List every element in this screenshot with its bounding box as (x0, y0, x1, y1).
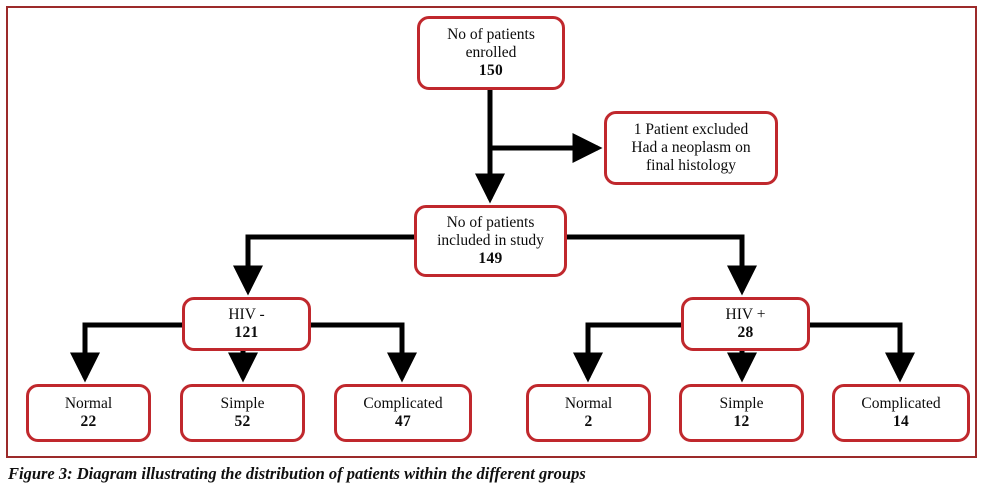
node-hiv-negative-complicated: Complicated 47 (334, 384, 472, 442)
node-line: final histology (646, 157, 736, 175)
connector-lines (70, 90, 915, 383)
node-line: No of patients (446, 213, 535, 231)
node-line: Complicated (363, 394, 443, 412)
node-line: enrolled (465, 43, 517, 61)
node-count: 150 (478, 62, 504, 80)
node-count: 22 (80, 413, 97, 430)
node-count: 2 (584, 413, 593, 430)
figure-caption: Figure 3: Diagram illustrating the distr… (8, 464, 586, 483)
node-patients-enrolled: No of patients enrolled 150 (417, 16, 565, 90)
node-count: 28 (737, 324, 754, 341)
node-line: HIV - (228, 305, 265, 323)
node-line: Simple (220, 394, 265, 412)
node-line: HIV + (725, 305, 766, 323)
node-patients-included: No of patients included in study 149 (414, 205, 567, 277)
node-count: 14 (892, 413, 910, 430)
node-hiv-positive: HIV + 28 (681, 297, 810, 351)
node-count: 149 (478, 250, 503, 268)
node-count: 12 (733, 413, 750, 430)
diagram-canvas: No of patients enrolled 150 1 Patient ex… (26, 16, 970, 442)
node-hiv-positive-simple: Simple 12 (679, 384, 804, 442)
node-line: Normal (64, 394, 113, 412)
node-hiv-positive-complicated: Complicated 14 (832, 384, 970, 442)
node-line: Had a neoplasm on (631, 138, 751, 156)
node-line: Normal (564, 394, 613, 412)
node-patient-excluded: 1 Patient excluded Had a neoplasm on fin… (604, 111, 778, 185)
node-line: Simple (719, 394, 764, 412)
node-line: Complicated (861, 394, 941, 412)
node-line: included in study (437, 231, 544, 249)
node-line: No of patients (447, 25, 535, 43)
node-hiv-negative-normal: Normal 22 (26, 384, 151, 442)
node-hiv-negative: HIV - 121 (182, 297, 311, 351)
node-count: 52 (234, 413, 251, 430)
node-count: 47 (394, 413, 412, 430)
node-count: 121 (234, 324, 259, 341)
node-hiv-negative-simple: Simple 52 (180, 384, 305, 442)
node-hiv-positive-normal: Normal 2 (526, 384, 651, 442)
node-line: 1 Patient excluded (633, 120, 749, 138)
